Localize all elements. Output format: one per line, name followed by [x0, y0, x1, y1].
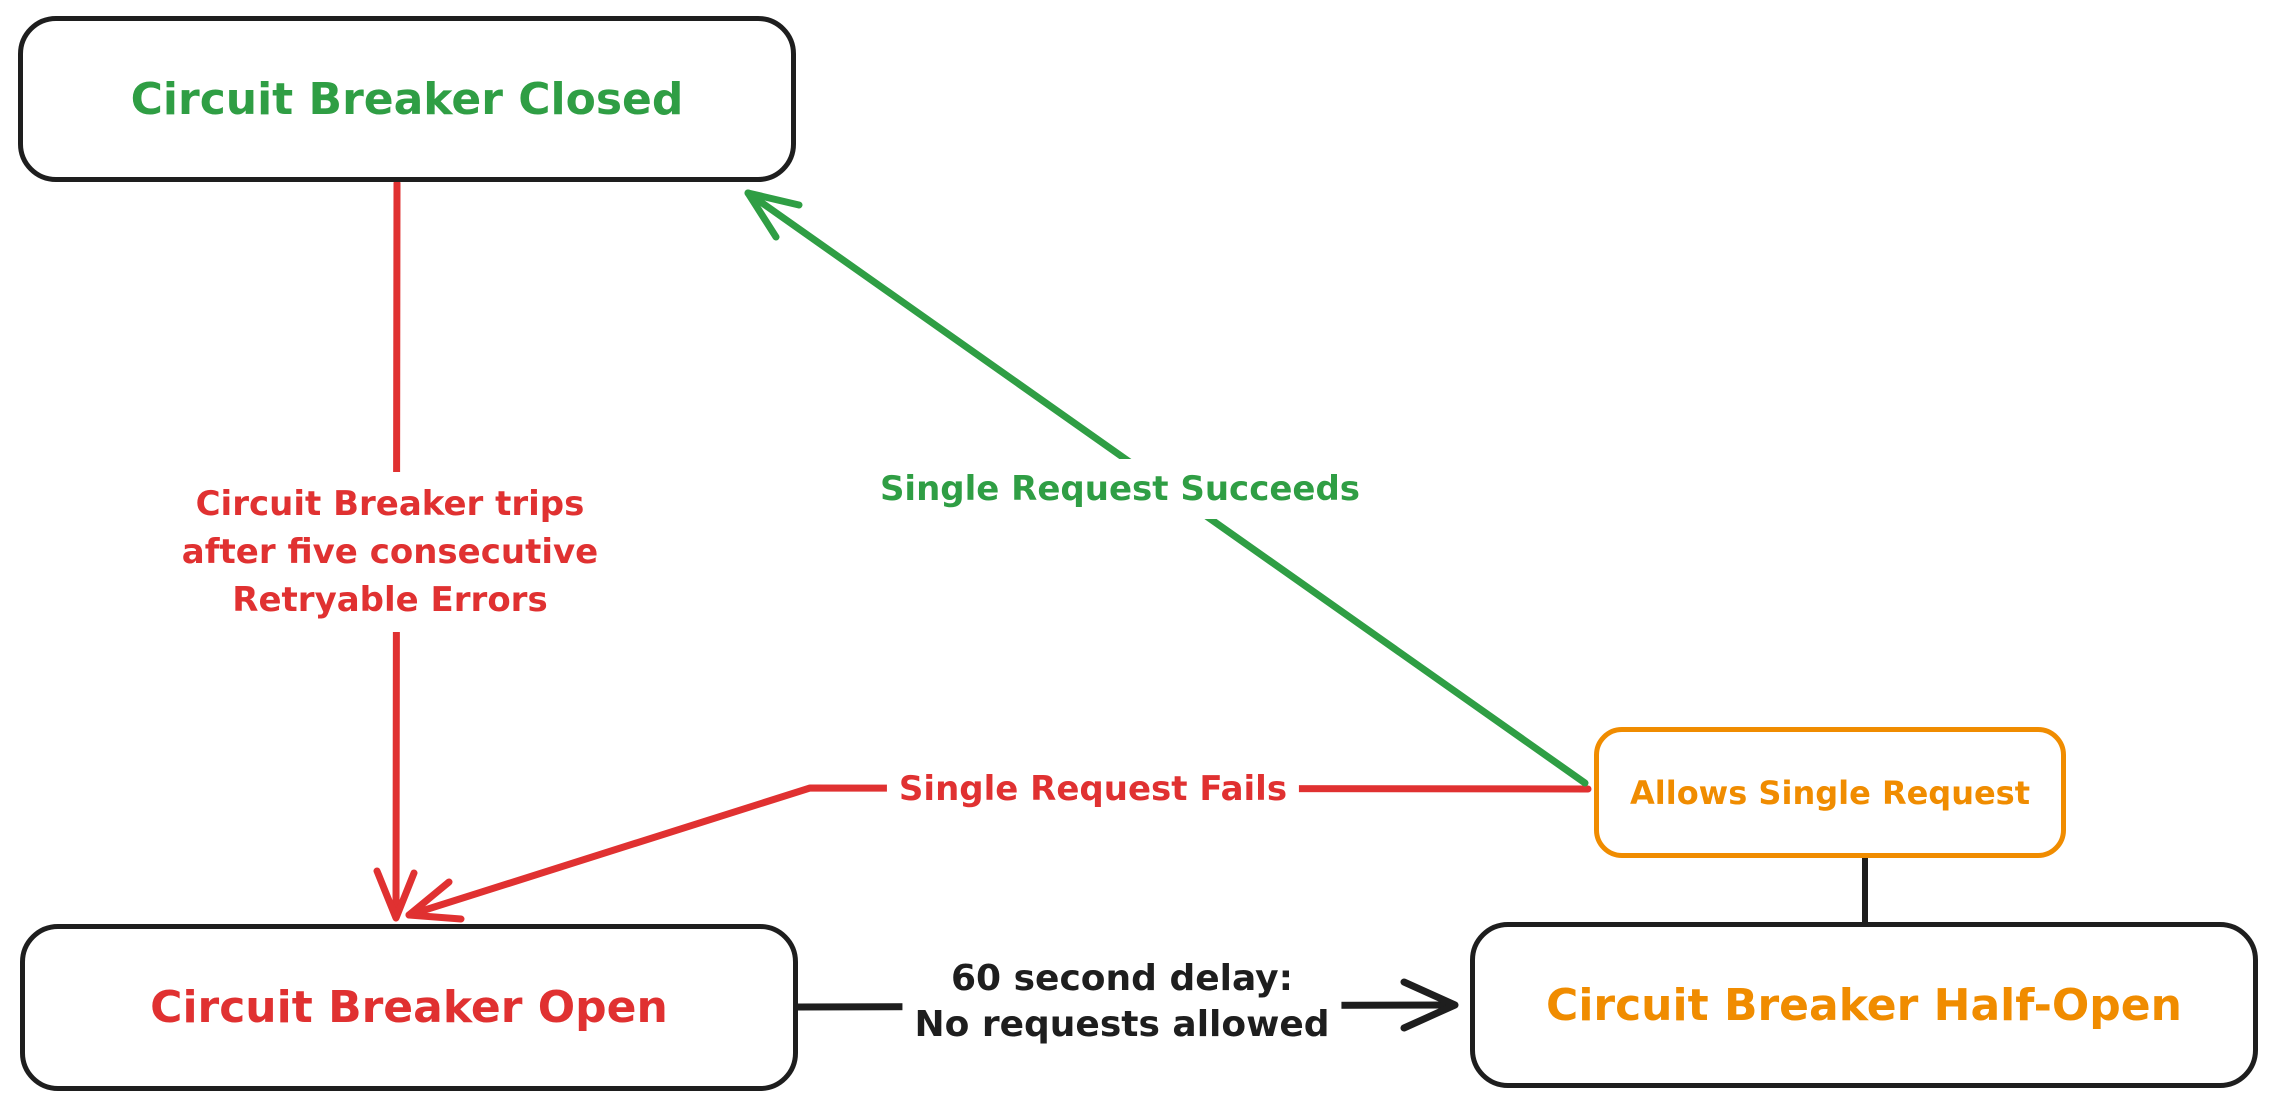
fails-arrow-line: [405, 784, 1592, 919]
edge-label-line: 60 second delay:: [950, 958, 1294, 999]
node-allows-single-request: Allows Single Request: [1594, 727, 2066, 858]
edge-label-line: No requests allowed: [914, 1004, 1330, 1045]
state-label-half-open: Circuit Breaker Half-Open: [1546, 979, 2182, 1031]
succeeds-arrowhead-icon: [744, 189, 803, 241]
state-label-closed: Circuit Breaker Closed: [130, 73, 684, 125]
edge-label-line: Circuit Breaker trips: [195, 484, 585, 524]
fails-arrowhead-icon: [405, 878, 465, 923]
state-node-closed: Circuit Breaker Closed: [18, 16, 796, 182]
label-allows-single-request: Allows Single Request: [1629, 773, 2031, 812]
state-node-half-open: Circuit Breaker Half-Open: [1470, 922, 2258, 1088]
edge-label-line: Single Request Succeeds: [879, 469, 1361, 509]
edge-label-line: Retryable Errors: [232, 580, 548, 620]
state-label-open: Circuit Breaker Open: [150, 982, 668, 1033]
edge-label-delay: 60 second delay: No requests allowed: [902, 948, 1342, 1056]
state-node-open: Circuit Breaker Open: [20, 924, 798, 1091]
edge-label-fails: Single Request Fails: [886, 757, 1300, 821]
delay-arrowhead-icon: [1400, 978, 1459, 1032]
edge-label-line: Single Request Fails: [898, 769, 1288, 809]
edge-label-trips: Circuit Breaker trips after five consecu…: [169, 472, 611, 632]
edge-label-succeeds: Single Request Succeeds: [867, 459, 1373, 519]
trips-arrowhead-icon: [373, 867, 418, 922]
edge-label-line: after five consecutive: [181, 532, 599, 572]
